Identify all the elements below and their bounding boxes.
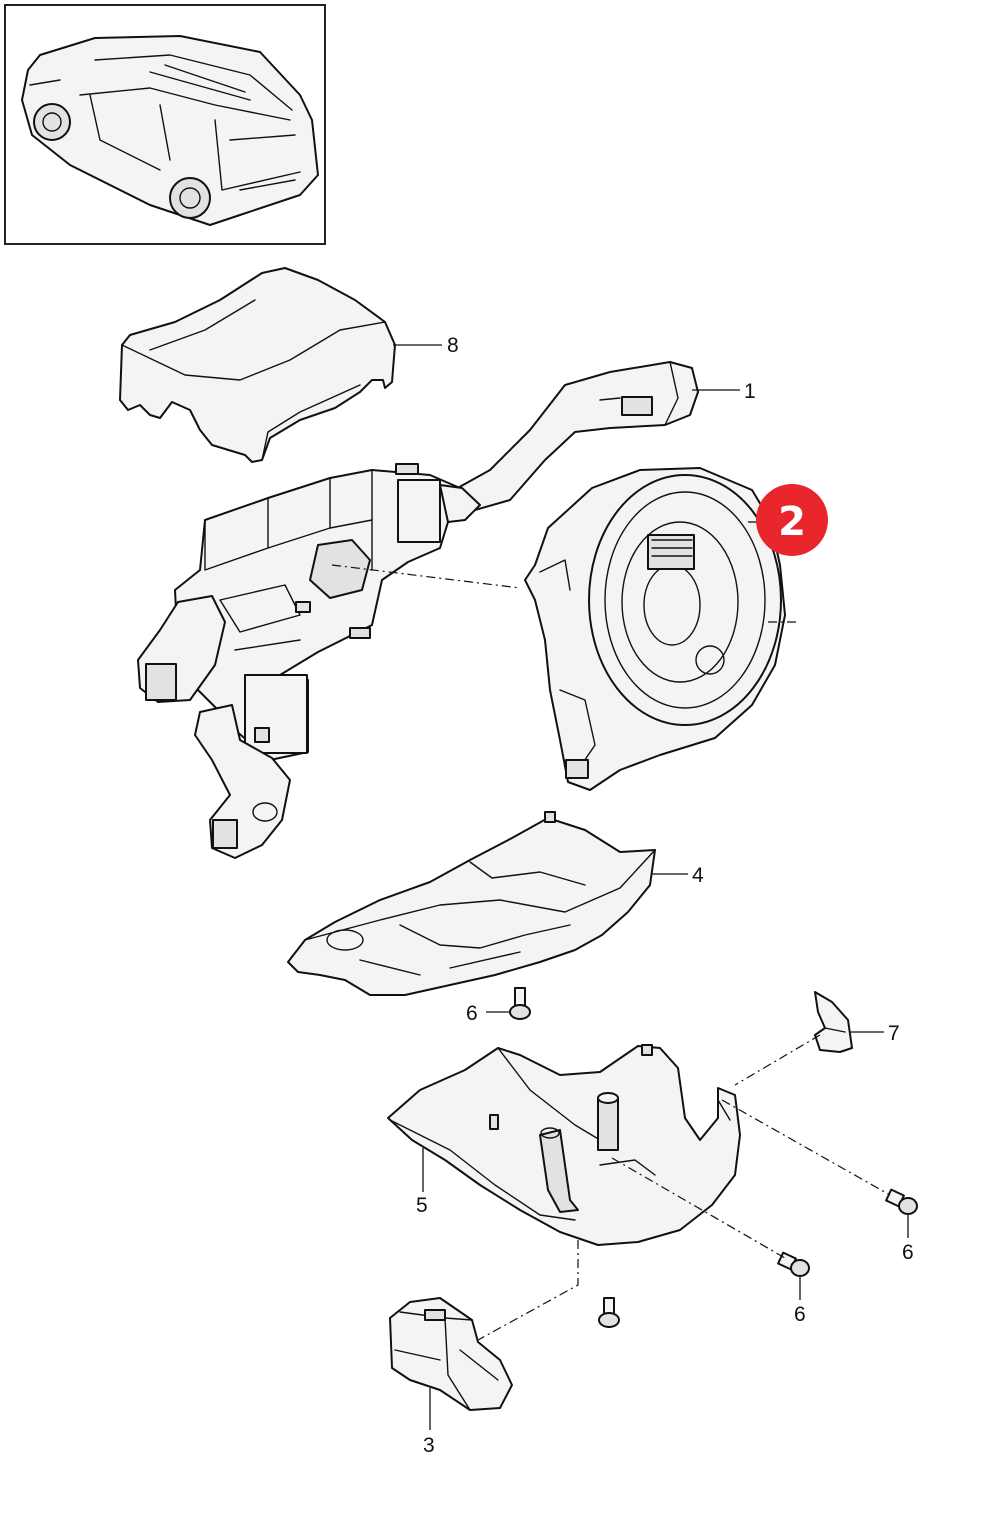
part-clip (814, 991, 853, 1053)
part-upper-cover (119, 267, 396, 463)
callout-4: 4 (692, 864, 704, 887)
callout-6-upper: 6 (466, 1002, 478, 1025)
screw-upper (509, 987, 531, 1020)
badge-circle (756, 484, 828, 556)
axis-line-screw-right (721, 1099, 891, 1196)
axis-line-screw-lower (611, 1157, 786, 1259)
part-wiper-stalk (444, 361, 699, 511)
badge-number: 2 (778, 499, 806, 545)
axis-line-clip (734, 1034, 821, 1086)
suv-vehicle-icon (21, 35, 319, 226)
screw-right (885, 1188, 918, 1215)
callout-5: 5 (416, 1194, 428, 1217)
callout-1: 1 (744, 380, 756, 403)
callout-7: 7 (888, 1022, 900, 1045)
highlight-badge: 2 (756, 484, 828, 556)
callout-3: 3 (423, 1434, 435, 1457)
callout-6-right: 6 (902, 1241, 914, 1264)
part-switch-module (389, 1297, 513, 1411)
part-lower-trim (287, 811, 656, 996)
callout-8: 8 (447, 334, 459, 357)
part-combination-switch (137, 463, 481, 859)
axis-line-switch-to-clockspring (331, 564, 521, 589)
screw-loose (598, 1297, 620, 1328)
part-lower-shroud (387, 1044, 741, 1246)
vehicle-thumbnail (4, 4, 326, 245)
axis-line-module (477, 1240, 579, 1341)
part-clock-spring (524, 467, 786, 791)
callout-6-lower: 6 (794, 1303, 806, 1326)
